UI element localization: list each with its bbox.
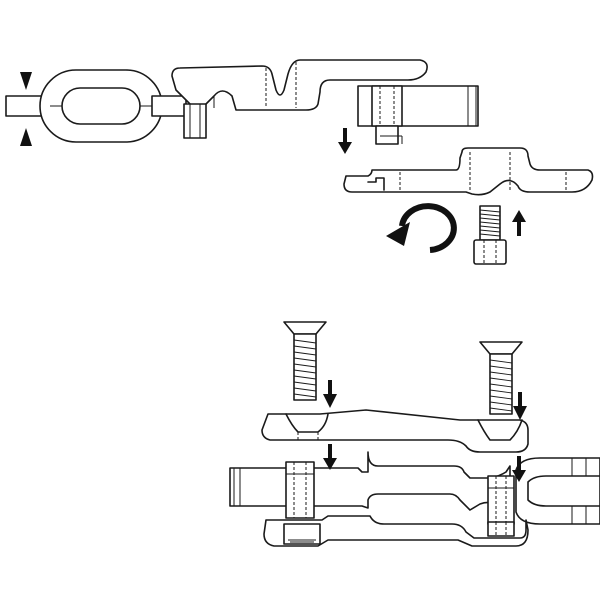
down-arrow-icon [513, 392, 527, 420]
rotate-arrow-icon [386, 203, 457, 253]
chain-link-icon [39, 69, 163, 143]
down-arrow-icon [323, 444, 337, 470]
countersunk-screw-right-icon [479, 341, 523, 415]
hook-half-connector-icon [171, 59, 428, 139]
down-arrow-icon [323, 380, 337, 408]
cut-mark-icon [20, 72, 32, 146]
lower-half-connector-icon [343, 147, 594, 196]
connector-middle-bar-icon [229, 451, 511, 519]
down-arrow-icon [338, 128, 352, 154]
step-2-group [229, 321, 600, 547]
down-arrow-icon [512, 456, 526, 482]
step-1-group [5, 59, 594, 265]
up-arrow-icon [512, 210, 526, 236]
chain-rod-upper-right [357, 85, 479, 145]
chain-link-icon [515, 457, 600, 525]
connector-top-plate-icon [261, 409, 529, 453]
socket-cap-screw-icon [473, 205, 507, 265]
countersunk-screw-left-icon [283, 321, 327, 401]
connector-bottom-plate-icon [263, 515, 529, 547]
chain-rod-right [151, 95, 187, 117]
connector-pin-icon [487, 475, 515, 525]
